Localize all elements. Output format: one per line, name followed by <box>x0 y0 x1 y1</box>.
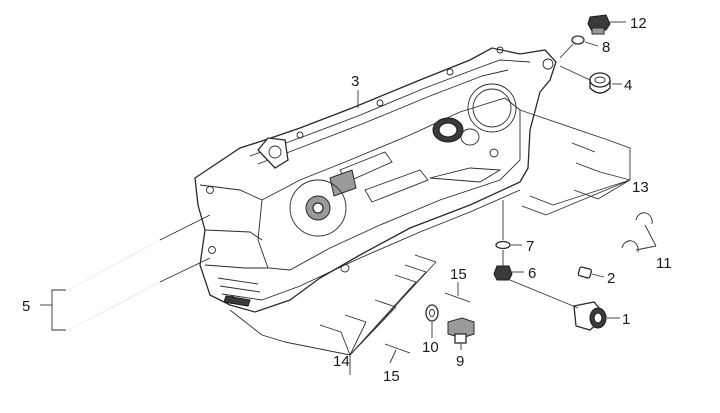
bolt-group-14 <box>229 254 437 375</box>
callout-1: 1 <box>622 311 630 328</box>
bracket-5 <box>51 289 66 331</box>
plug-12 <box>587 14 626 35</box>
bush-1 <box>509 279 620 331</box>
bolt-9 <box>447 317 475 350</box>
callout-15-lower: 15 <box>383 368 400 385</box>
callout-9: 9 <box>456 353 464 370</box>
dowel-2 <box>577 266 605 279</box>
washer-10 <box>425 304 439 338</box>
bush-4 <box>559 65 622 94</box>
stud-bolts <box>67 214 211 331</box>
circlips-11 <box>621 212 657 253</box>
callout-8: 8 <box>602 39 610 56</box>
callout-4: 4 <box>624 77 632 94</box>
callout-15-upper: 15 <box>450 266 467 283</box>
callout-11: 11 <box>656 255 672 272</box>
callout-13: 13 <box>632 179 649 196</box>
callout-6: 6 <box>528 265 536 282</box>
callout-3: 3 <box>351 73 359 90</box>
bolt-group-13 <box>519 109 631 216</box>
washer-7 <box>495 200 522 250</box>
callout-5: 5 <box>22 298 30 315</box>
callout-2: 2 <box>607 270 615 287</box>
bolt-6 <box>493 250 524 281</box>
callout-10: 10 <box>422 339 439 356</box>
callout-12: 12 <box>630 15 647 32</box>
crankcase-cover <box>194 46 557 313</box>
callout-7: 7 <box>526 238 534 255</box>
callout-14: 14 <box>333 353 350 370</box>
bolts-15 <box>384 282 471 364</box>
oring-8 <box>559 35 599 59</box>
